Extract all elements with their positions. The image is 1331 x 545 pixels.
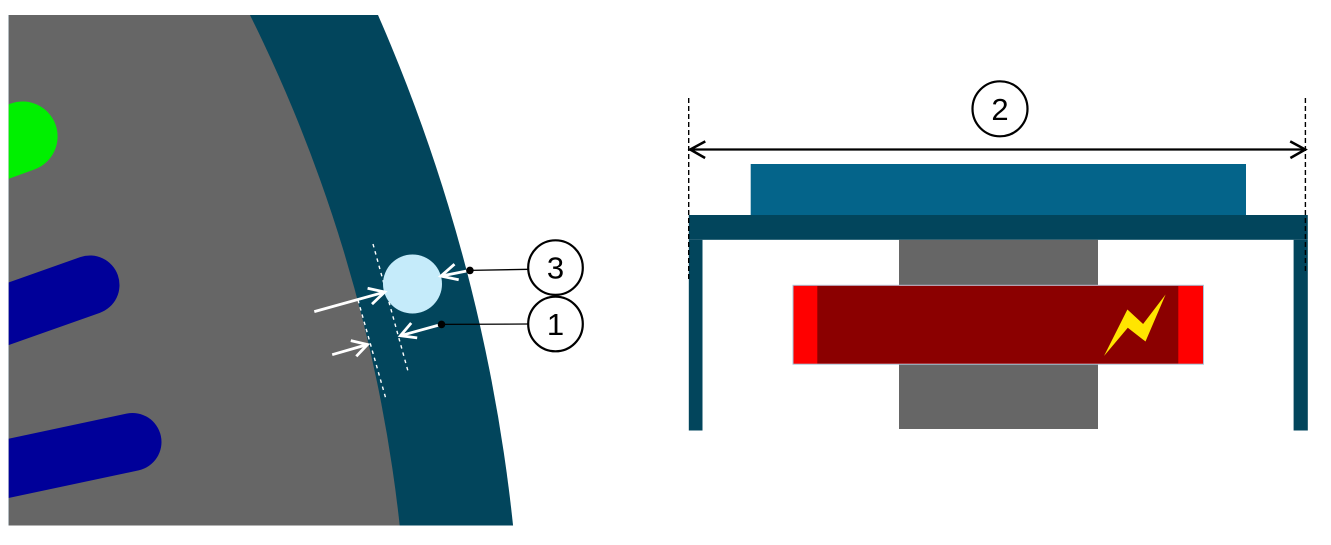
svg-text:1: 1: [547, 307, 564, 342]
svg-text:3: 3: [547, 251, 564, 286]
svg-text:2: 2: [991, 92, 1008, 127]
